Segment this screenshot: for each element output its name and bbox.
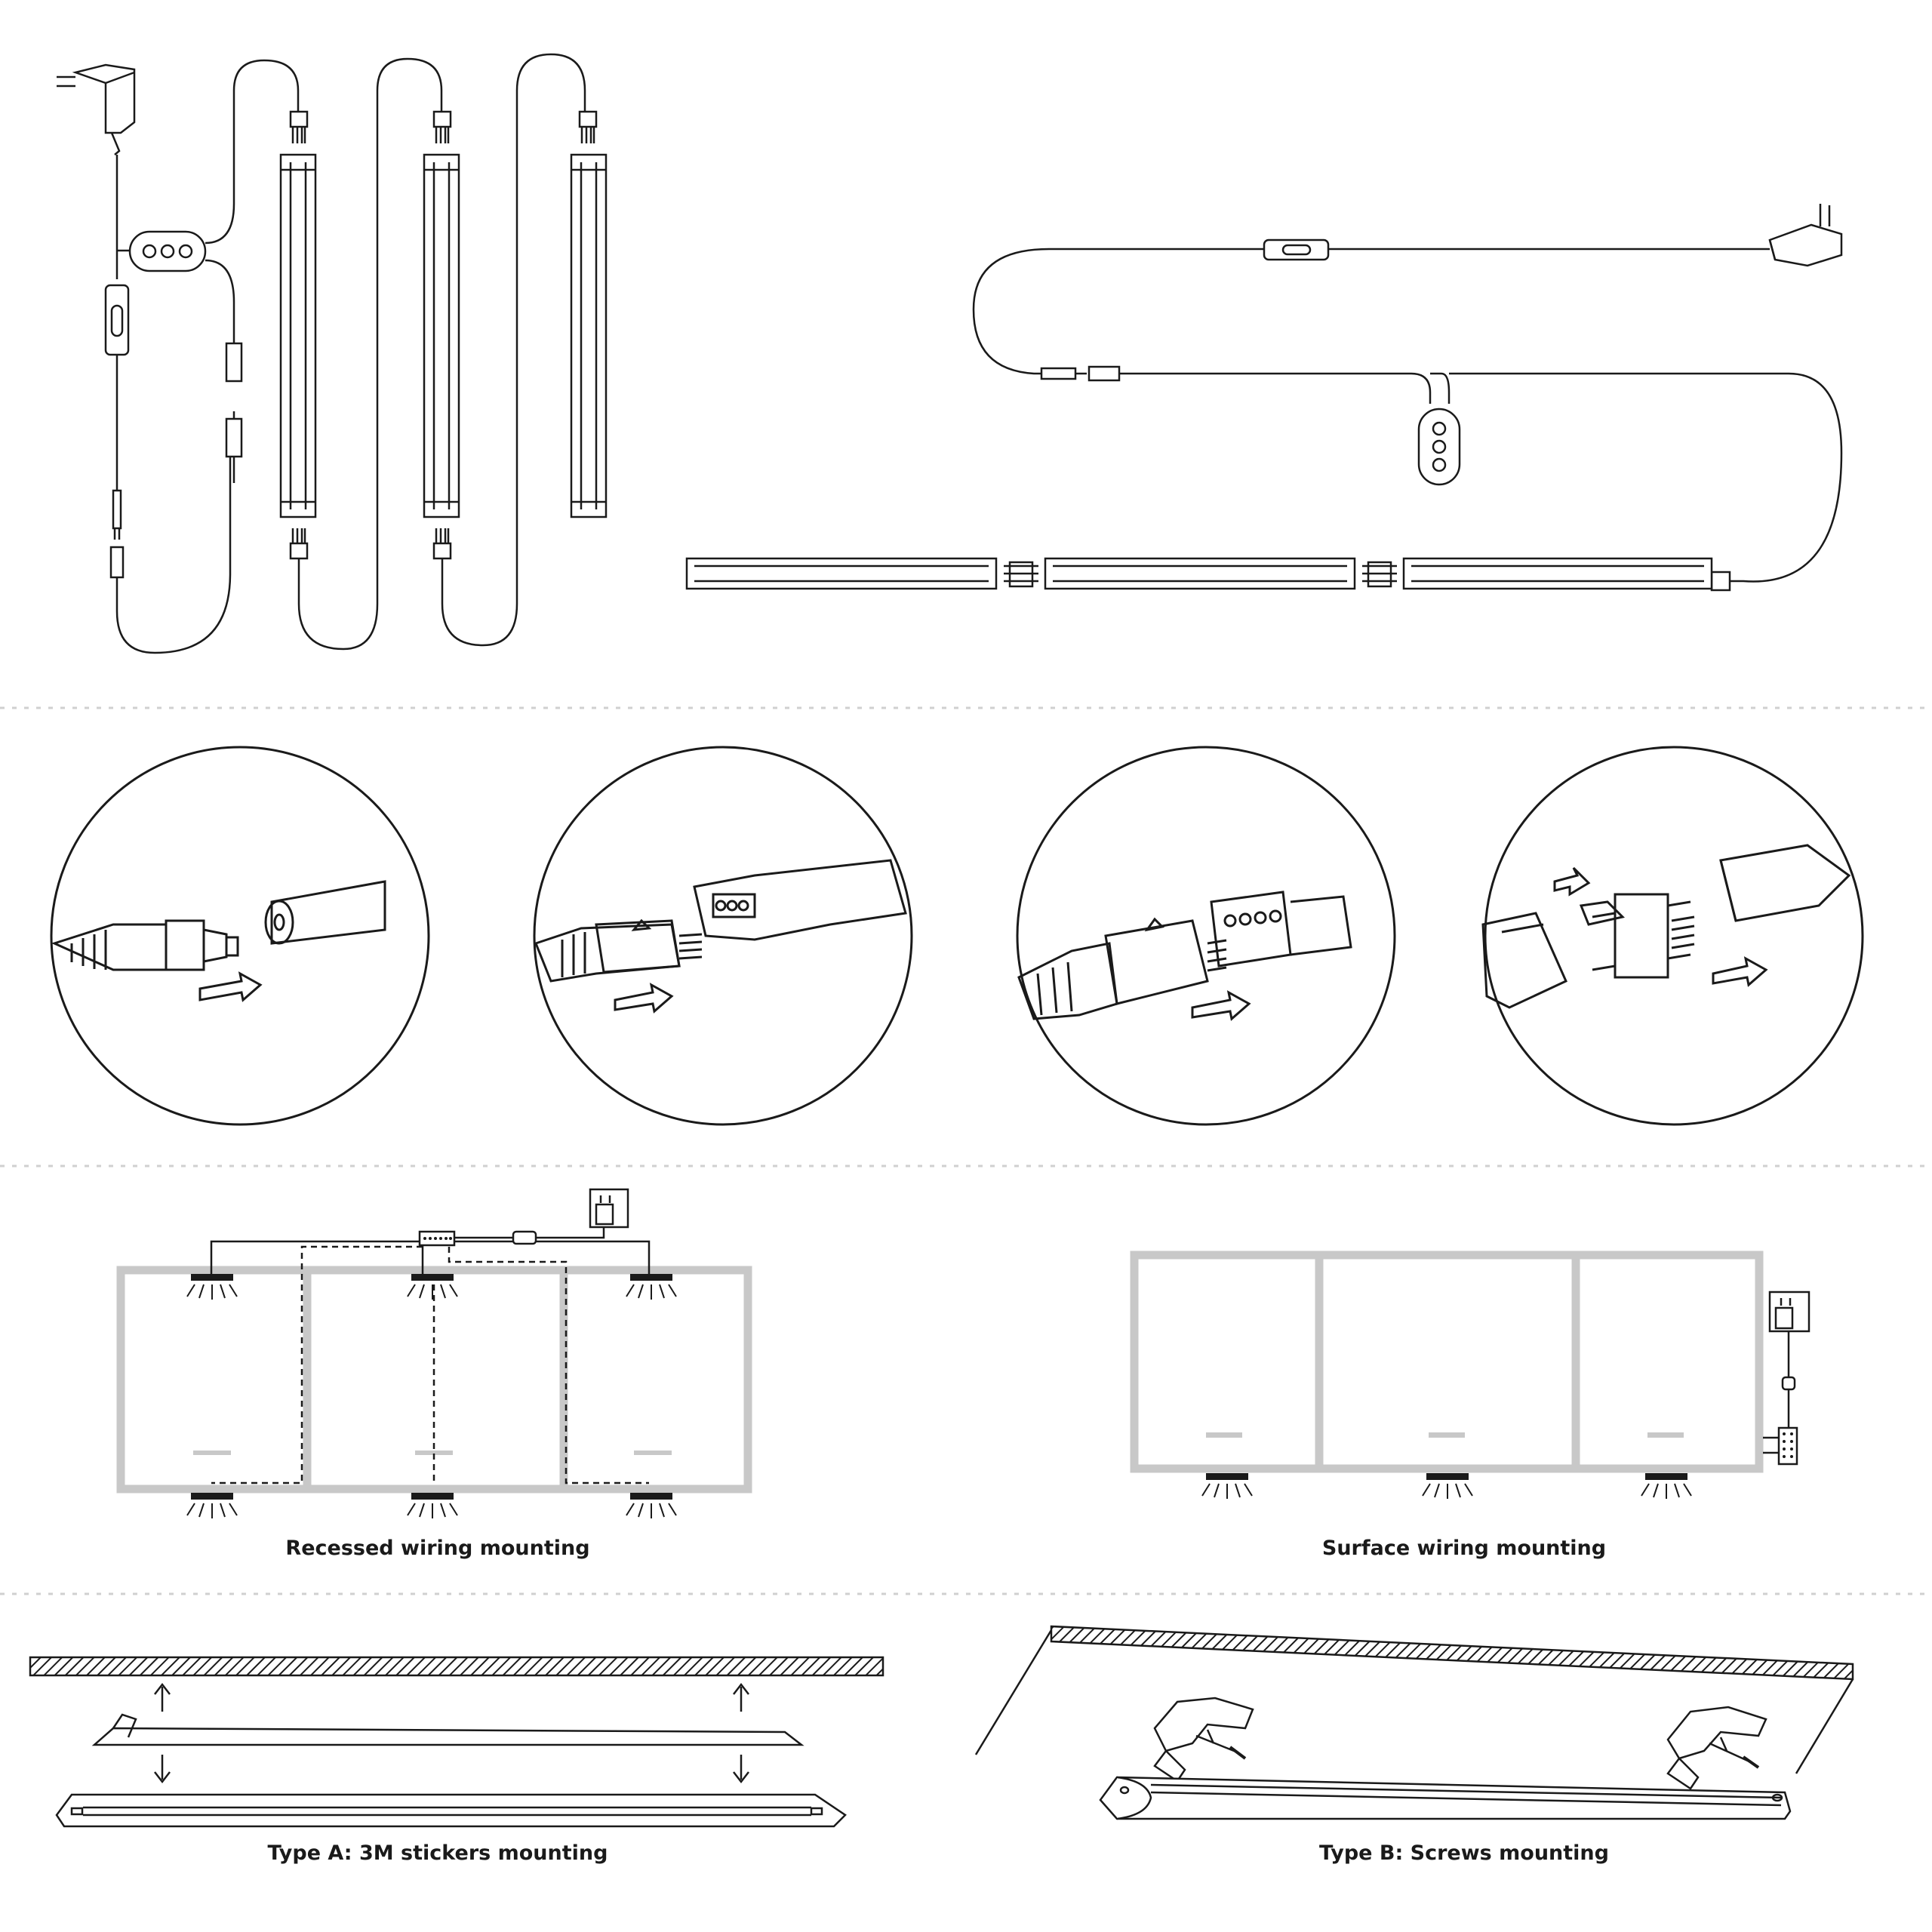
connection-detail-circles <box>50 746 1864 1126</box>
caption-recessed-wiring: Recessed wiring mounting <box>285 1537 590 1560</box>
caption-surface-wiring: Surface wiring mounting <box>1321 1537 1607 1560</box>
light-bar-3 <box>570 153 608 518</box>
wall-outlet-icon <box>1768 1291 1810 1333</box>
wall-outlet-icon <box>589 1188 629 1229</box>
type-b-screws-diagram <box>974 1625 1854 1820</box>
light-bar-2 <box>423 153 460 518</box>
recessed-wiring-diagram <box>116 1188 752 1518</box>
detail-mid-connector <box>1481 746 1864 1126</box>
section-dividers <box>0 706 1932 1595</box>
horizontal-light-bars <box>685 557 1713 590</box>
surface-wiring-diagram <box>1130 1251 1810 1499</box>
detail-bar-plug-insert <box>533 746 913 1126</box>
bar-connector-1 <box>1004 561 1038 588</box>
bar-connector-2 <box>1362 561 1397 588</box>
controller-icon <box>1417 408 1461 486</box>
power-adapter-icon <box>1768 204 1843 267</box>
type-a-sticker-diagram <box>29 1656 884 1828</box>
wiring-overview-horizontal <box>685 204 1843 592</box>
detail-dc-plug <box>50 746 430 1126</box>
inline-switch-icon <box>1263 238 1330 261</box>
wiring-overview-vertical <box>57 53 608 654</box>
controller-icon <box>128 230 207 272</box>
light-bar-1 <box>279 153 317 518</box>
caption-type-b: Type B: Screws mounting <box>1319 1841 1609 1865</box>
detail-bar-plug-connect <box>1016 746 1396 1126</box>
inline-switch-icon <box>104 284 130 356</box>
caption-type-a: Type A: 3M stickers mounting <box>267 1841 608 1865</box>
power-adapter-icon <box>57 63 136 155</box>
